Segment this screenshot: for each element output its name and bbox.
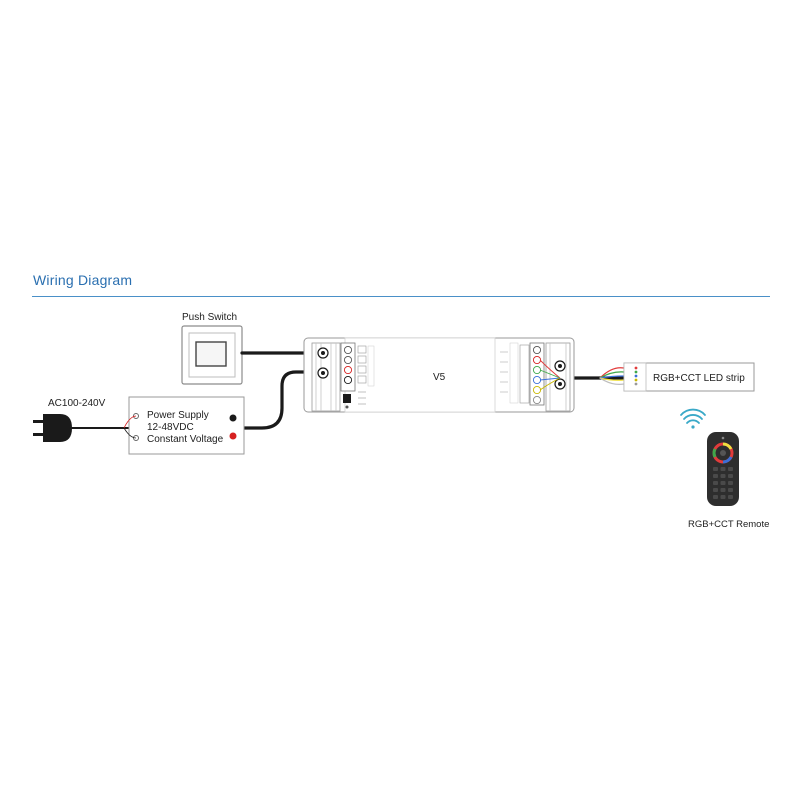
ac-wire-n (123, 427, 137, 439)
ac-wire-l (123, 415, 137, 429)
wire-blue (599, 375, 625, 379)
dc-power-cable (234, 370, 322, 430)
led-strip: RGB+CCT LED strip (623, 362, 755, 392)
remote-indicator (721, 436, 725, 440)
wireless-icon (680, 408, 706, 429)
remote-keypad (713, 467, 733, 499)
push-switch-label: Push Switch (182, 312, 237, 323)
controller-center-panel (344, 337, 496, 413)
power-supply: Power Supply 12-48VDC Constant Voltage (123, 396, 245, 455)
output-cable-clamp (539, 342, 571, 412)
wire-yellow (599, 377, 625, 381)
wire-white (599, 377, 625, 385)
wire-red (599, 367, 625, 379)
power-supply-box (128, 396, 245, 455)
diagram-title: Wiring Diagram (33, 272, 133, 288)
remote-label: RGB+CCT Remote (688, 519, 769, 530)
dc-positive-terminal (229, 432, 237, 440)
input-cable-clamp (311, 342, 341, 412)
title-divider (32, 296, 770, 297)
v5-controller: V5 (303, 337, 575, 413)
rgbcct-remote: RGB+CCT Remote (688, 432, 769, 530)
mains-plug: AC100-240V (33, 398, 106, 442)
program-button (343, 394, 351, 403)
power-supply-title: Power Supply (147, 410, 209, 421)
dc-negative-terminal (229, 414, 237, 422)
led-strip-pads (623, 362, 647, 392)
remote-center-button (720, 450, 726, 456)
mains-voltage-label: AC100-240V (48, 398, 106, 409)
push-switch: Push Switch (181, 312, 243, 385)
power-supply-voltage: 12-48VDC (147, 422, 194, 433)
power-supply-type: Constant Voltage (147, 434, 224, 445)
plug-prong-bottom (33, 433, 43, 436)
status-led (345, 405, 349, 409)
led-strip-label: RGB+CCT LED strip (653, 373, 745, 384)
controller-model: V5 (433, 372, 446, 383)
wire-green (599, 371, 625, 379)
push-switch-button (195, 341, 227, 367)
input-terminal-block (340, 342, 375, 409)
plug-prong-top (33, 420, 43, 423)
plug-body (43, 414, 72, 442)
